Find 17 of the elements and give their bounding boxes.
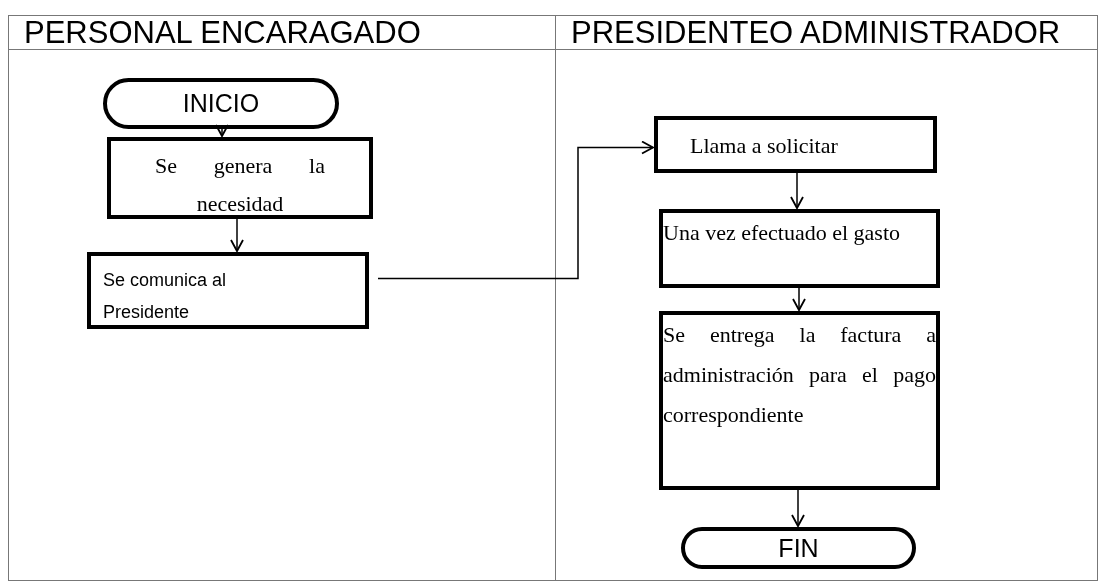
process-box: Se comunica al Presidente xyxy=(87,252,369,329)
arrow xyxy=(215,124,229,137)
process-box: Una vez efectuado el gasto xyxy=(659,209,940,288)
terminal-pill: FIN xyxy=(681,527,916,569)
arrow xyxy=(230,217,244,252)
arrow xyxy=(791,488,805,527)
swimlane xyxy=(555,15,1098,581)
swimlane xyxy=(8,15,556,581)
lane-header: PRESIDENTEO ADMINISTRADOR xyxy=(571,16,1061,49)
arrow xyxy=(790,171,804,209)
arrow xyxy=(792,286,806,311)
process-box: Se entrega la factura a administración para el pago correspondiente xyxy=(659,311,940,490)
lane-header: PERSONAL ENCARAGADO xyxy=(24,16,421,49)
terminal-pill: INICIO xyxy=(103,78,339,129)
process-box: Llama a solicitar xyxy=(654,116,937,173)
process-box: Se genera la necesidad xyxy=(107,137,373,219)
arrow xyxy=(377,140,654,280)
